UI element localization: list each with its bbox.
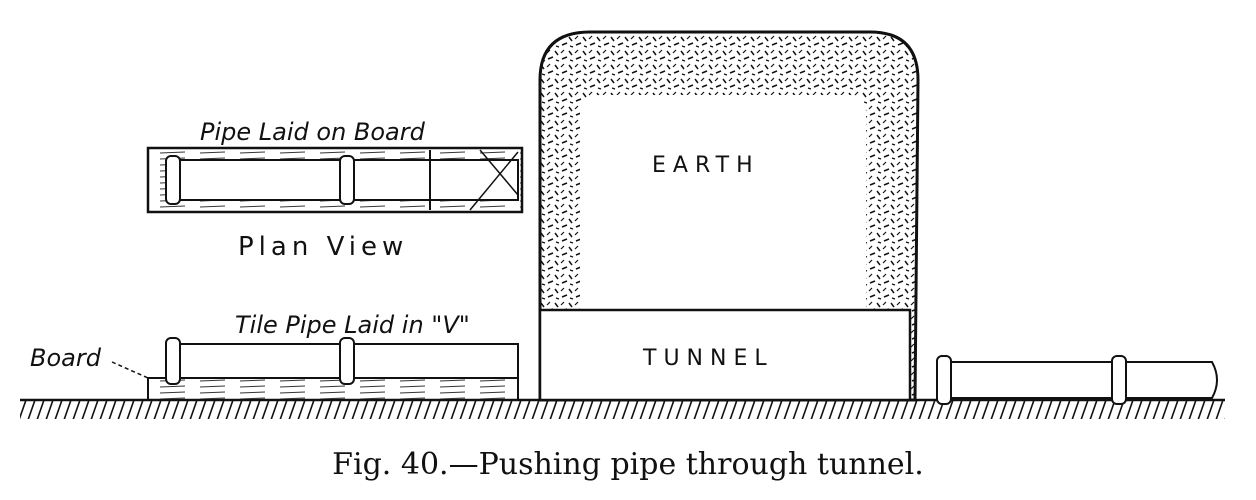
earth-label: EARTH [652,153,760,178]
earth-block [538,30,920,402]
plan-view-drawing [146,146,524,214]
board-label: Board [30,344,102,372]
side-view-board-pipe [147,337,519,401]
plan-label: Pipe Laid on Board [200,118,426,146]
ground [20,398,1225,419]
side-label: Tile Pipe Laid in "V" [235,311,470,339]
tunnel-label: TUNNEL [642,346,774,371]
pipe-being-pushed [936,355,1218,405]
plan-view-title: Plan View [238,232,408,262]
figure-caption: Fig. 40.—Pushing pipe through tunnel. [332,447,924,482]
